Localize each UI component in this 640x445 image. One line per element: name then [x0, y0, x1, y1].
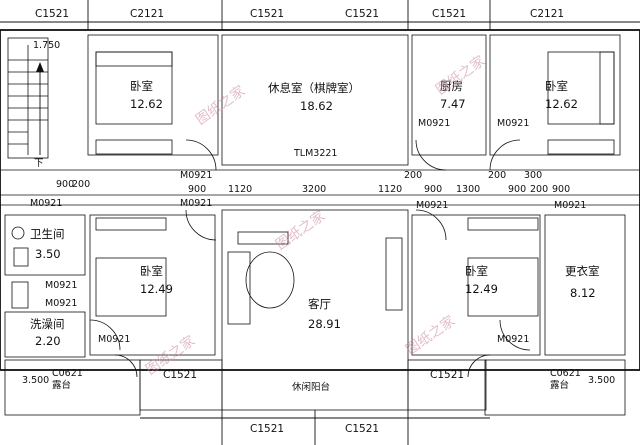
living-area: 28.91 — [308, 317, 341, 331]
terrace-l-window: C0621 — [52, 368, 83, 379]
dim-4: 1120 — [228, 184, 252, 195]
door-label-9: M0921 — [416, 200, 448, 211]
bedroom-tr-area: 12.62 — [545, 97, 578, 111]
bed-br — [467, 217, 539, 317]
watermark-3: 图纸之家 — [273, 207, 329, 253]
bedroom-br-name: 卧室 — [465, 264, 488, 278]
corridor-down-label: 下 — [34, 158, 44, 169]
outer-wall — [0, 29, 640, 371]
dim-9: 1300 — [456, 184, 480, 195]
terrace-l-name: 露台 — [52, 379, 71, 391]
terrace-r-window: C0621 — [550, 368, 581, 379]
top-rooms — [7, 34, 621, 166]
door-tlm: TLM3221 — [293, 148, 337, 159]
closet-name: 更衣室 — [565, 264, 600, 278]
dim-8: 900 — [424, 184, 442, 195]
dim-13: 900 — [552, 184, 570, 195]
door-label-6: M0921 — [98, 334, 130, 345]
bedroom-bl-name: 卧室 — [140, 264, 163, 278]
window-label-1: C1521 — [35, 8, 69, 20]
window-label-5: C1521 — [432, 8, 466, 20]
bottom-rooms — [4, 209, 626, 416]
door-label-5: M0921 — [45, 298, 77, 309]
lounge-name: 休息室（棋牌室） — [268, 81, 360, 95]
watermark-1: 图纸之家 — [193, 82, 249, 128]
bottom-window-band — [140, 410, 490, 445]
door-label-11: M0921 — [497, 334, 529, 345]
terrace-l-level: 3.500 — [22, 375, 49, 386]
dim-12: 200 — [530, 184, 548, 195]
closet-area: 8.12 — [570, 286, 596, 300]
door-swings — [89, 139, 531, 378]
bedroom-tr-name: 卧室 — [545, 79, 568, 93]
lounge-area: 18.62 — [300, 99, 333, 113]
bottom-window-2: C1521 — [345, 423, 379, 435]
terrace-r-name: 露台 — [550, 379, 569, 391]
window-label-6: C2121 — [530, 8, 564, 20]
stair-arrow-head — [36, 62, 44, 72]
living-name: 客厅 — [308, 297, 331, 311]
toilet-fixtures — [11, 226, 29, 309]
balcony-name: 休闲阳台 — [292, 381, 330, 393]
kitchen-area: 7.47 — [440, 97, 466, 111]
shower-name: 洗澡间 — [30, 317, 65, 331]
dim-3: 900 — [188, 184, 206, 195]
stair-treads — [8, 59, 48, 145]
dim-1: 900 — [56, 179, 74, 190]
dim-11: 900 — [508, 184, 526, 195]
bottom-window-1: C1521 — [250, 423, 284, 435]
door-label-3: M0921 — [30, 198, 62, 209]
door-label-7: M0921 — [418, 118, 450, 129]
side-window-r: C1521 — [430, 369, 464, 381]
kitchen-name: 厨房 — [440, 79, 463, 93]
sofa-set — [227, 231, 403, 325]
dim-2: 200 — [72, 179, 90, 190]
bed-tr — [547, 51, 615, 155]
window-label-4: C1521 — [345, 8, 379, 20]
bedroom-tl-area: 12.62 — [130, 97, 163, 111]
window-label-3: C1521 — [250, 8, 284, 20]
door-label-1: M0921 — [180, 170, 212, 181]
door-label-2: M0921 — [180, 198, 212, 209]
door-label-8: M0921 — [497, 118, 529, 129]
bed-tl — [95, 51, 173, 155]
shower-area: 2.20 — [35, 334, 61, 348]
door-label-4: M0921 — [45, 280, 77, 291]
bedroom-br-area: 12.49 — [465, 282, 498, 296]
dim-6: 1120 — [378, 184, 402, 195]
corridor — [0, 169, 640, 206]
bathroom-name: 卫生间 — [30, 227, 65, 241]
window-label-2: C2121 — [130, 8, 164, 20]
bed-bl — [95, 217, 167, 317]
terrace-r-level: 3.500 — [588, 375, 615, 386]
side-window-l: C1521 — [163, 369, 197, 381]
dim-14: 300 — [524, 170, 542, 181]
watermark-5: 图纸之家 — [403, 312, 459, 358]
bedroom-tl-name: 卧室 — [130, 79, 153, 93]
bathroom-area: 3.50 — [35, 247, 61, 261]
dim-5: 3200 — [302, 184, 326, 195]
dim-10: 200 — [488, 170, 506, 181]
bedroom-bl-area: 12.49 — [140, 282, 173, 296]
stair-level-label: 1.750 — [33, 40, 60, 51]
door-label-10: M0921 — [554, 200, 586, 211]
dim-7: 200 — [404, 170, 422, 181]
